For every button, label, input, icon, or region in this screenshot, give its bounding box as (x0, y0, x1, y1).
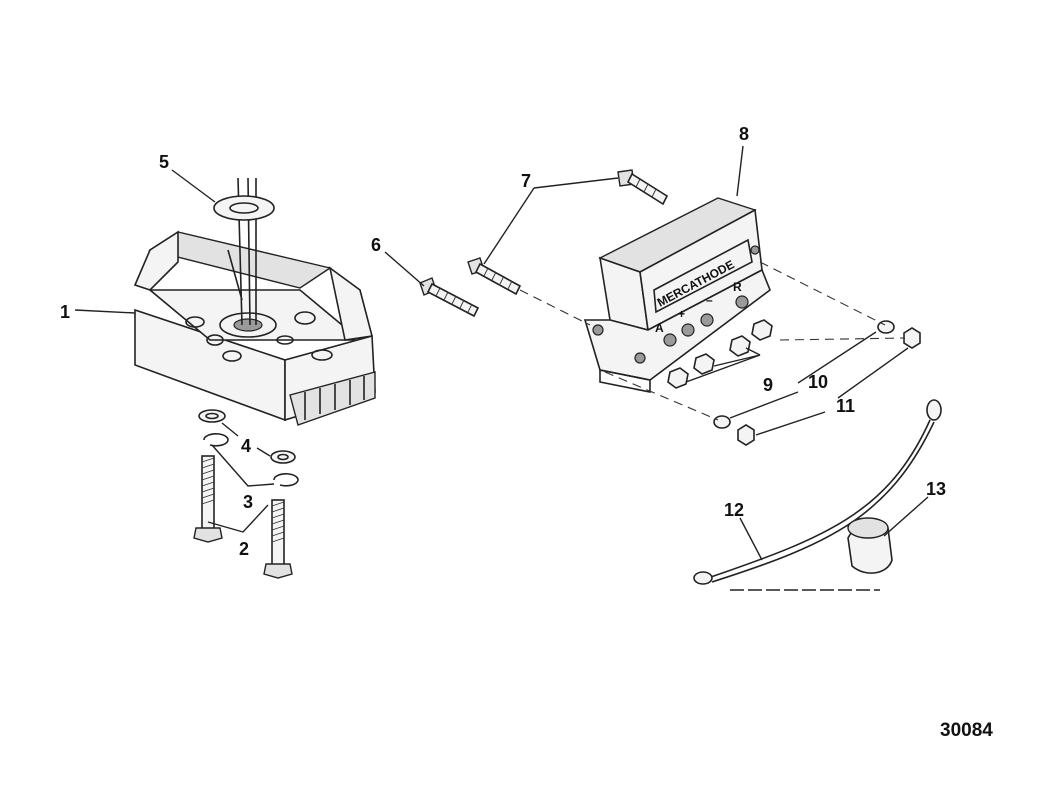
callout-7: 7 (521, 171, 531, 191)
part-6-screw (419, 277, 480, 318)
terminal-label-plus: + (678, 307, 685, 321)
callout-8: 8 (739, 124, 749, 144)
terminal-label-r: R (733, 280, 742, 294)
part-8-mercathode-controller: MERCATHODE A + – R (583, 197, 771, 393)
callout-9: 9 (763, 375, 773, 395)
callout-13: 13 (926, 479, 946, 499)
callout-2: 2 (239, 539, 249, 559)
part-12-ground-strap (693, 399, 942, 591)
callout-1: 1 (60, 302, 70, 322)
part-3-lock-washers (203, 433, 299, 487)
part-11-nuts (737, 327, 921, 446)
part-5-grommet (213, 195, 275, 221)
callout-labels: 1 2 3 4 5 6 7 8 9 10 11 12 13 (60, 124, 946, 559)
part-2-bolts (193, 455, 293, 579)
callout-6: 6 (371, 235, 381, 255)
callout-5: 5 (159, 152, 169, 172)
terminal-label-a: A (655, 321, 664, 335)
part-9-nuts (667, 319, 773, 389)
leader-lines (74, 145, 929, 561)
part-13-cap (847, 517, 893, 574)
callout-4: 4 (241, 436, 251, 456)
diagram-part-number: 30084 (940, 720, 993, 741)
callout-3: 3 (243, 492, 253, 512)
alignment-lines (519, 261, 906, 421)
callout-12: 12 (724, 500, 744, 520)
callout-11: 11 (836, 396, 855, 416)
part-1-mounting-bracket (133, 177, 376, 426)
terminal-label-minus: – (706, 293, 713, 307)
callout-10: 10 (808, 372, 828, 392)
part-7-screws (467, 169, 669, 296)
part-4-washers (198, 409, 296, 464)
